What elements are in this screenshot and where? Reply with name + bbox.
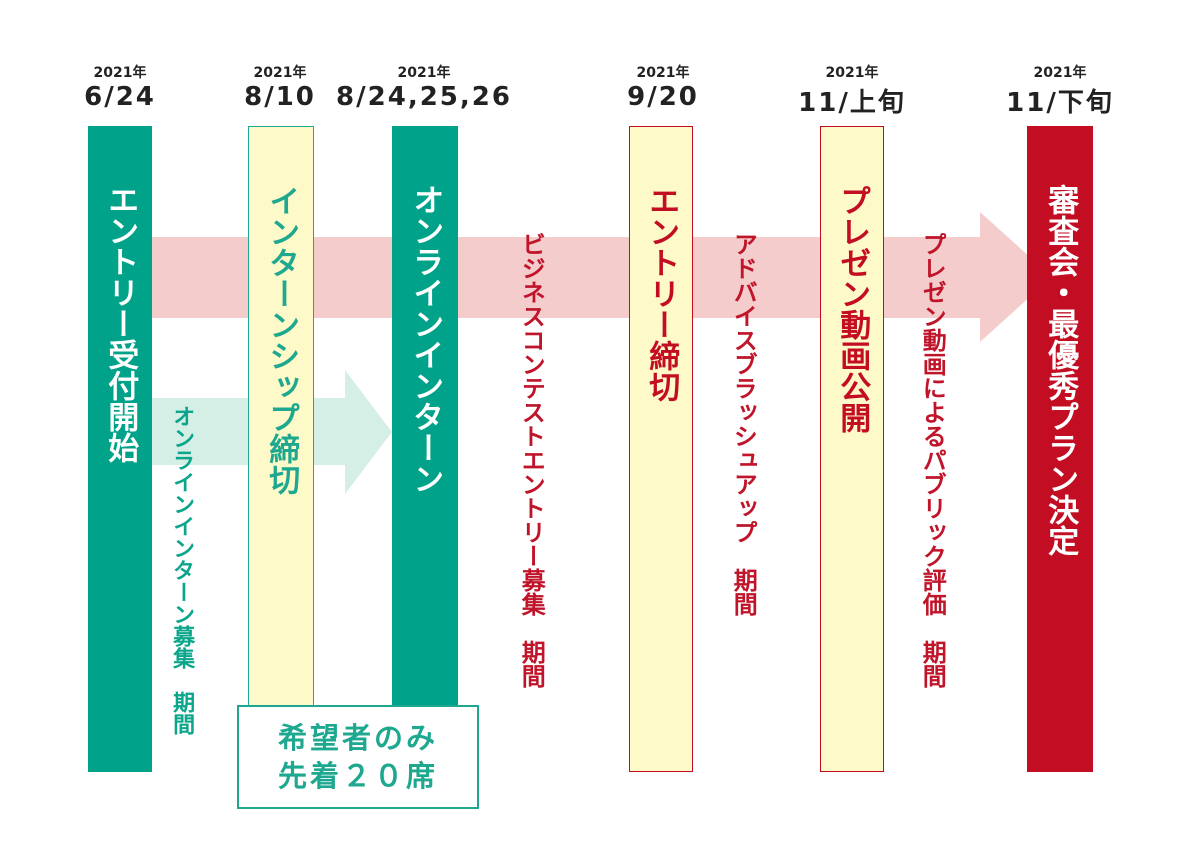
period-line: ブラッシュアップ 期間 bbox=[729, 352, 758, 616]
milestone-label: エントリー受付開始 bbox=[102, 184, 139, 463]
date-label-3: 8/24,25,26 bbox=[336, 82, 512, 112]
year-label-6: 2021年 bbox=[1033, 65, 1087, 81]
date-label-1: 6/24 bbox=[84, 82, 156, 112]
milestone-label: インターンシップ締切 bbox=[263, 185, 300, 495]
year-label-3: 2021年 bbox=[397, 65, 451, 81]
period-business-contest: ビジネスコンテストエントリー募集 期間 bbox=[517, 232, 546, 688]
period-public-eval: プレゼン動画によるパブリック評価 期間 bbox=[918, 232, 947, 688]
milestone-judging: 審査会・最優秀プラン決定 bbox=[1027, 126, 1093, 772]
date-label-6: 11/下旬 bbox=[1006, 88, 1114, 118]
period-line: オンライン bbox=[169, 405, 195, 515]
milestone-internship-deadline: インターンシップ締切 bbox=[248, 126, 314, 706]
period-line: アドバイス bbox=[729, 232, 758, 352]
date-label-5: 11/上旬 bbox=[798, 88, 906, 118]
date-label-2: 8/10 bbox=[244, 82, 316, 112]
period-line: インターン募集 期間 bbox=[169, 515, 195, 735]
note-line-2: 先着２０席 bbox=[277, 759, 438, 793]
seat-limit-note: 希望者のみ 先着２０席 bbox=[237, 705, 479, 809]
year-label-4: 2021年 bbox=[636, 65, 690, 81]
period-line: ビジネスコンテスト bbox=[517, 232, 546, 448]
milestone-label: プレゼン動画公開 bbox=[834, 185, 871, 433]
period-line: パブリック評価 期間 bbox=[918, 448, 947, 688]
milestone-online-intern: オンラインインターン bbox=[392, 126, 458, 706]
milestone-entry-deadline: エントリー締切 bbox=[629, 126, 693, 772]
period-internship-recruit: オンラインインターン募集 期間 bbox=[169, 405, 195, 735]
date-label-4: 9/20 bbox=[627, 82, 699, 112]
milestone-entry-start: エントリー受付開始 bbox=[88, 126, 152, 772]
milestone-label: エントリー締切 bbox=[643, 185, 680, 402]
period-line: エントリー募集 期間 bbox=[517, 448, 546, 688]
period-advice: アドバイスブラッシュアップ 期間 bbox=[729, 232, 758, 616]
year-label-5: 2021年 bbox=[825, 65, 879, 81]
milestone-video-release: プレゼン動画公開 bbox=[820, 126, 884, 772]
note-line-1: 希望者のみ bbox=[277, 721, 438, 755]
year-label-2: 2021年 bbox=[253, 65, 307, 81]
milestone-label: オンラインインターン bbox=[407, 184, 444, 494]
year-label-1: 2021年 bbox=[93, 65, 147, 81]
milestone-label: 審査会・最優秀プラン決定 bbox=[1042, 184, 1079, 556]
period-line: プレゼン動画による bbox=[918, 232, 947, 448]
